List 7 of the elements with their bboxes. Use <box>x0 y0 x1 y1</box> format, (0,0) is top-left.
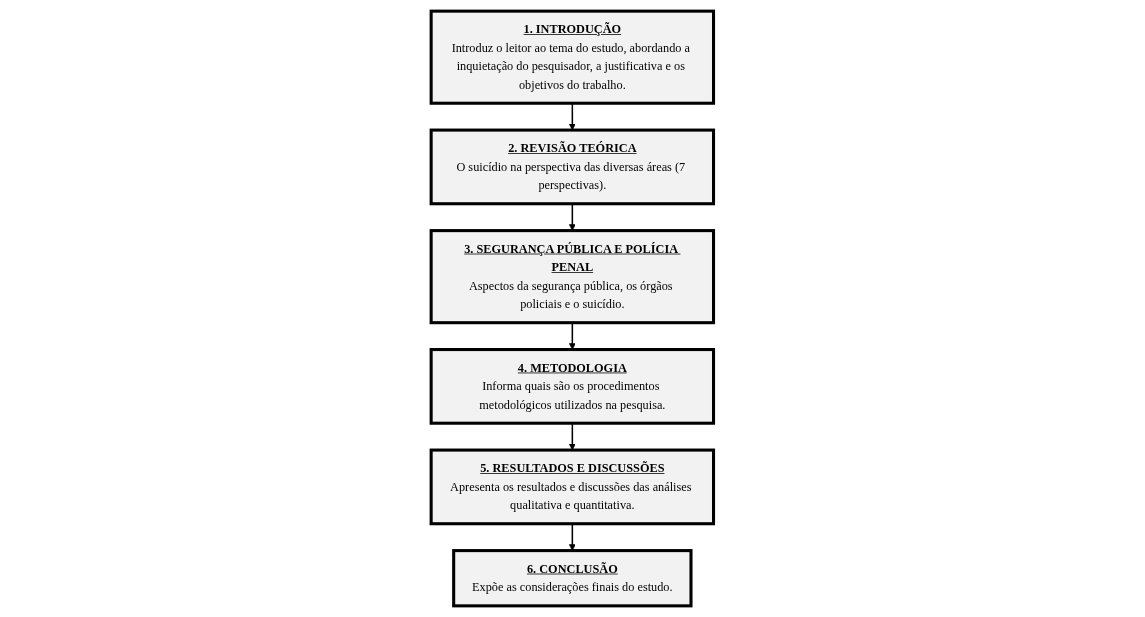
node-box: 4. METODOLOGIA Informa quais são os procedimentos metodológicos utilizados na pesquisa. <box>429 348 716 425</box>
node-box: 3. SEGURANÇA PÚBLICA E POLÍCIA PENAL Aspectos da segurança pública, os órgãos policiais e o suicídio. <box>429 229 716 325</box>
node-box: 5. RESULTADOS E DISCUSSÕES Apresenta os resultados e discussões das análises qualitativa e quantitativa. <box>429 448 716 526</box>
node-box: 1. INTRODUÇÃO Introduz o leitor ao tema do estudo, abordando a inquietação do pesquisador, a justificativa e os objetivos do trabalho. <box>429 9 716 105</box>
arrow <box>569 203 576 231</box>
node-box: 6. CONCLUSÃO Expõe as considerações finais do estudo. <box>452 549 693 608</box>
node-box: 2. REVISÃO TEÓRICA O suicídio na perspectiva das diversas áreas (7 perspectivas). <box>429 128 716 206</box>
